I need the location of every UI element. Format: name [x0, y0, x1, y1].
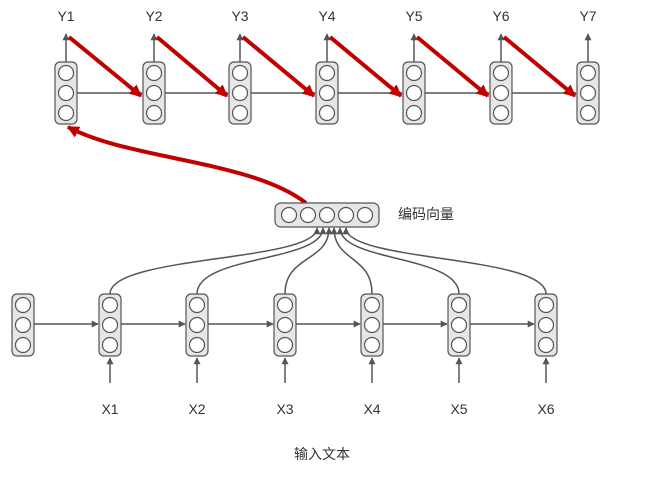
connection-layer	[34, 33, 592, 383]
encoder-cell-unit	[188, 336, 206, 354]
context-vector-unit	[356, 206, 374, 224]
encoder-input-label: X5	[450, 401, 467, 417]
decoder-cell-unit	[579, 84, 597, 102]
encoder-cell-unit	[101, 296, 119, 314]
encoder-cell-unit	[450, 336, 468, 354]
decoder-cell-unit	[318, 84, 336, 102]
feedback-arrow	[502, 35, 577, 98]
decoder-output-label: Y7	[579, 8, 596, 24]
encoder-input-label: X4	[363, 401, 380, 417]
feedback-arrow	[67, 35, 143, 98]
feedback-arrow	[328, 35, 403, 98]
encoder-to-context-arrow	[336, 227, 460, 295]
decoder-output-label: Y3	[231, 8, 248, 24]
context-vector-unit	[280, 206, 298, 224]
decoder-cell-unit	[492, 84, 510, 102]
encoder-initial-cell-unit	[14, 296, 32, 314]
decoder-cell	[576, 61, 600, 125]
encoder-cell-unit	[276, 336, 294, 354]
encoder-cell-unit	[363, 296, 381, 314]
encoder-cell	[360, 293, 384, 357]
context-vector-label: 编码向量	[398, 207, 454, 223]
decoder-output-label: Y6	[492, 8, 509, 24]
decoder-cell-unit	[231, 64, 249, 82]
context-vector-unit	[318, 206, 336, 224]
encoder-input-label: X3	[276, 401, 293, 417]
cell-layer	[11, 61, 600, 357]
encoder-cell-unit	[537, 316, 555, 334]
encoder-initial-cell	[11, 293, 35, 357]
decoder-cell-unit	[405, 84, 423, 102]
decoder-cell-unit	[145, 64, 163, 82]
decoder-cell	[315, 61, 339, 125]
encoder-cell	[273, 293, 297, 357]
context-vector-unit	[299, 206, 317, 224]
encoder-cell-unit	[450, 316, 468, 334]
decoder-cell-unit	[492, 64, 510, 82]
decoder-cell-unit	[231, 104, 249, 122]
decoder-cell-unit	[231, 84, 249, 102]
decoder-cell	[489, 61, 513, 125]
decoder-cell	[142, 61, 166, 125]
feedback-arrow	[155, 35, 229, 98]
decoder-cell-unit	[579, 104, 597, 122]
decoder-cell-unit	[579, 64, 597, 82]
encoder-to-context-arrow	[342, 227, 547, 295]
encoder-cell-unit	[188, 316, 206, 334]
decoder-output-label: Y2	[145, 8, 162, 24]
encoder-cell	[98, 293, 122, 357]
encoder-input-label: X6	[537, 401, 554, 417]
encoder-to-context-arrow	[330, 227, 373, 295]
feedback-arrow	[415, 35, 490, 98]
decoder-cell	[402, 61, 426, 125]
decoder-cell-unit	[145, 84, 163, 102]
context-to-decoder-arrow	[66, 125, 308, 205]
decoder-cell	[228, 61, 252, 125]
encoder-cell-unit	[101, 336, 119, 354]
encoder-cell-unit	[363, 336, 381, 354]
encoder-cell	[447, 293, 471, 357]
encoder-cell-unit	[450, 296, 468, 314]
encoder-to-context-arrow	[284, 227, 333, 295]
encoder-cell-unit	[537, 296, 555, 314]
encoder-cell-unit	[363, 316, 381, 334]
encoder-cell-unit	[276, 296, 294, 314]
encoder-cell	[534, 293, 558, 357]
encoder-to-context-arrow	[196, 227, 327, 295]
decoder-cell	[54, 61, 78, 125]
encoder-input-label: X1	[101, 401, 118, 417]
decoder-cell-unit	[57, 104, 75, 122]
context-vector-unit	[337, 206, 355, 224]
decoder-output-label: Y1	[57, 8, 74, 24]
decoder-cell-unit	[492, 104, 510, 122]
decoder-cell-unit	[57, 84, 75, 102]
encoder-cell-unit	[276, 316, 294, 334]
encoder-initial-cell-unit	[14, 316, 32, 334]
decoder-cell-unit	[405, 64, 423, 82]
decoder-cell-unit	[318, 64, 336, 82]
decoder-output-label: Y5	[405, 8, 422, 24]
decoder-output-label: Y4	[318, 8, 335, 24]
encoder-to-context-arrow	[109, 227, 321, 295]
decoder-cell-unit	[318, 104, 336, 122]
decoder-cell-unit	[145, 104, 163, 122]
decoder-cell-unit	[405, 104, 423, 122]
encoder-cell-unit	[101, 316, 119, 334]
encoder-cell-unit	[188, 296, 206, 314]
decoder-cell-unit	[57, 64, 75, 82]
context-vector	[274, 202, 380, 228]
encoder-cell	[185, 293, 209, 357]
input-text-caption: 输入文本	[294, 447, 350, 463]
feedback-arrow	[241, 35, 316, 98]
encoder-initial-cell-unit	[14, 336, 32, 354]
encoder-cell-unit	[537, 336, 555, 354]
encoder-input-label: X2	[188, 401, 205, 417]
